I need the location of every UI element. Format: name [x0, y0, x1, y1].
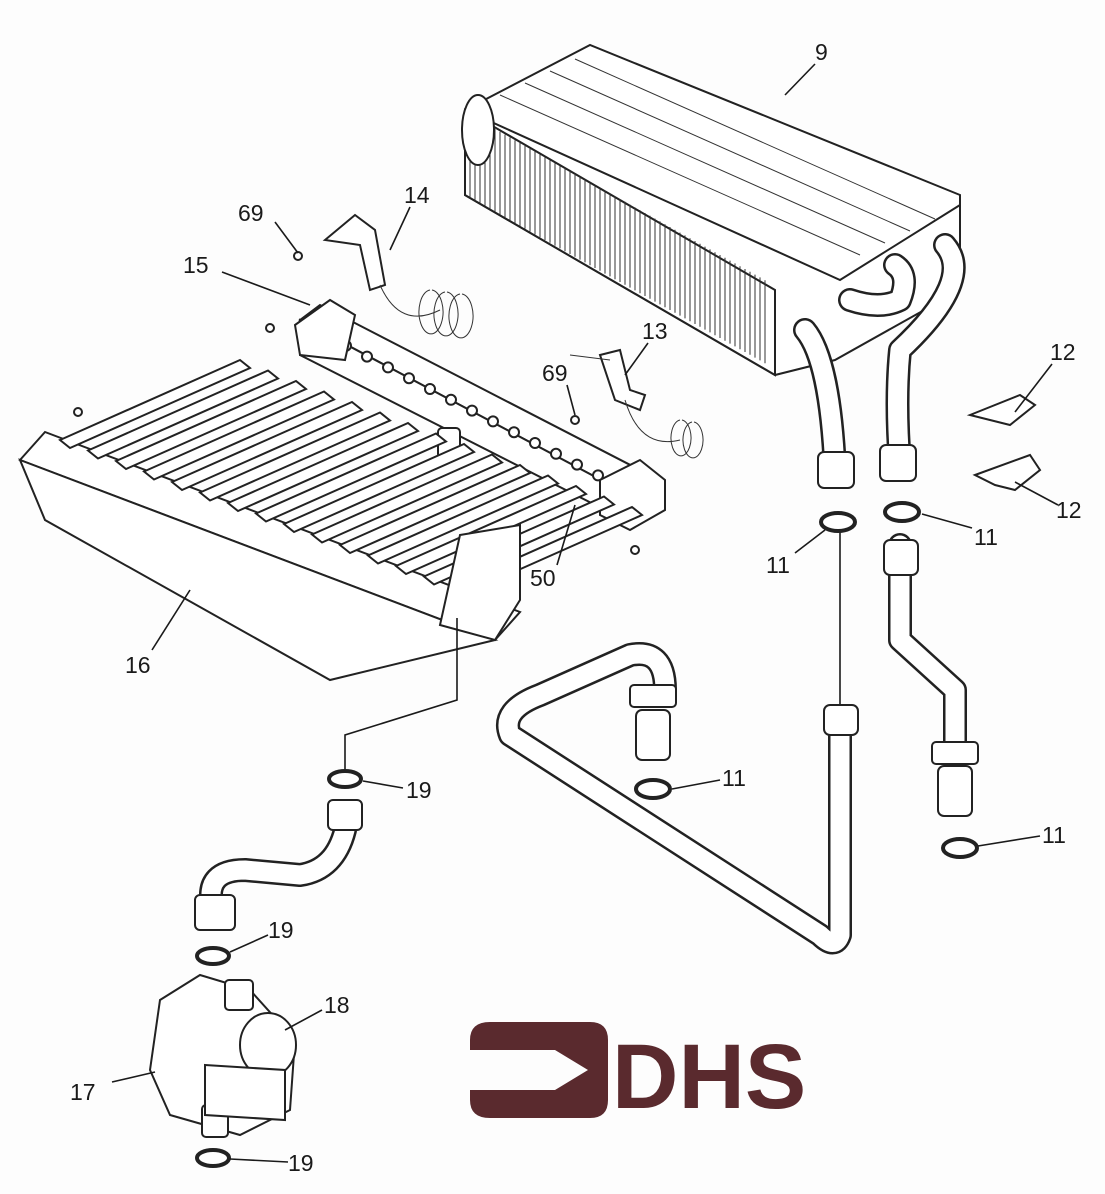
- logo-text: DHS: [612, 1026, 806, 1128]
- burner-jet: [571, 458, 583, 471]
- label-69-top: 69: [238, 200, 264, 226]
- burner-blade: [338, 463, 532, 555]
- label-11-right: 11: [974, 524, 998, 550]
- dhs-logo: DHS: [470, 1022, 806, 1128]
- label-16: 16: [125, 652, 151, 678]
- label-19-bottom: 19: [288, 1150, 314, 1176]
- burner-blade: [86, 369, 280, 460]
- burner-jet: [445, 393, 457, 406]
- burner: [18, 358, 644, 682]
- label-15: 15: [183, 252, 209, 278]
- gas-valve: [148, 973, 297, 1138]
- burner-blade: [226, 421, 420, 513]
- burner-manifold: [293, 298, 666, 532]
- burner-jet: [382, 361, 394, 374]
- return-pipe: [496, 642, 859, 955]
- flow-pipe: [883, 533, 979, 817]
- burner-blade: [114, 379, 308, 471]
- heat-exchanger: [461, 43, 961, 377]
- burner-blade: [142, 390, 336, 481]
- burner-blade: [254, 432, 448, 523]
- exchanger-tube: [524, 82, 886, 244]
- clips: [966, 393, 1042, 492]
- burner-jet: [361, 350, 373, 363]
- leader-lines: [111, 63, 1059, 1163]
- burner-jet: [529, 437, 541, 449]
- label-12-top: 12: [1050, 339, 1076, 365]
- burner-blade: [170, 400, 364, 492]
- o-rings: [195, 501, 979, 1168]
- label-17: 17: [70, 1079, 96, 1105]
- gas-pipe: [194, 799, 363, 931]
- burner-jet: [403, 372, 415, 385]
- electrodes: [322, 213, 704, 459]
- burner-blade: [310, 453, 504, 544]
- burner-blade: [58, 358, 252, 450]
- label-14: 14: [404, 182, 430, 208]
- label-12-bottom: 12: [1056, 497, 1082, 523]
- exchanger-tube: [549, 70, 911, 232]
- burner-blade: [282, 442, 476, 534]
- burner-jet: [508, 426, 520, 439]
- burner-jet: [550, 447, 562, 460]
- exchanger-pipes: [793, 233, 966, 489]
- burner-blade: [366, 474, 560, 565]
- label-11-left: 11: [766, 552, 790, 578]
- label-19-top: 19: [406, 777, 432, 803]
- label-9: 9: [815, 39, 828, 65]
- label-13: 13: [642, 318, 668, 344]
- label-50: 50: [530, 565, 556, 591]
- burner-jet: [466, 404, 478, 417]
- label-69-mid: 69: [542, 360, 568, 386]
- burner-jet: [592, 469, 604, 482]
- label-18: 18: [324, 992, 350, 1018]
- label-11-bottom: 11: [1042, 822, 1066, 848]
- label-11-mid: 11: [722, 765, 746, 791]
- burner-jet: [424, 383, 436, 395]
- exchanger-tube: [499, 94, 861, 256]
- part-labels: 9 69 14 15 13 69 12 12 11 11 50 16 19 11…: [70, 39, 1082, 1176]
- exchanger-tube: [574, 58, 936, 220]
- burner-blade: [198, 411, 392, 502]
- burner-jet: [487, 415, 499, 428]
- label-19-mid: 19: [268, 917, 294, 943]
